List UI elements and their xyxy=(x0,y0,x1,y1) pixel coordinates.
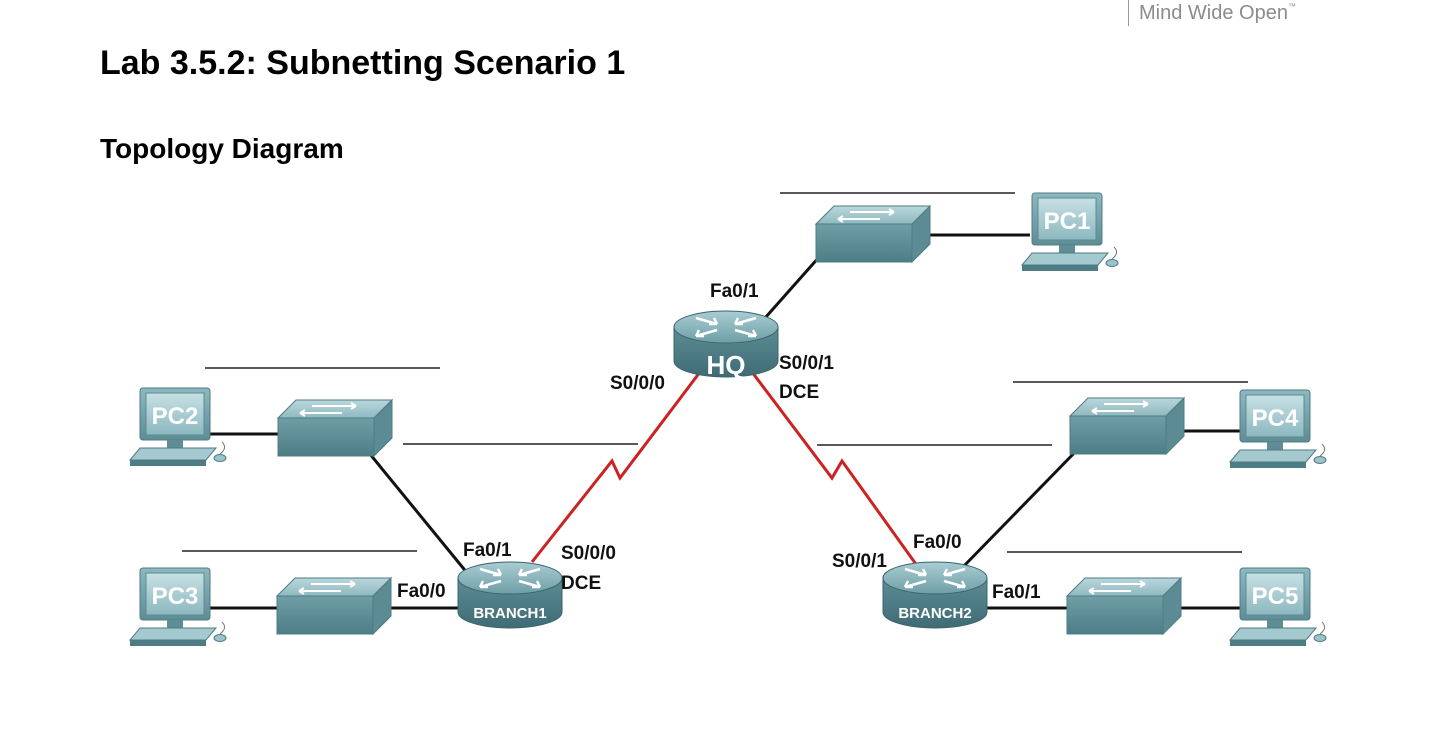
branch1-dce-label: DCE xyxy=(561,573,601,594)
section-heading: Topology Diagram xyxy=(100,133,344,164)
switch-icon xyxy=(815,205,931,263)
pc4: PC4 xyxy=(1229,389,1327,469)
brand-text: Mind Wide Open xyxy=(1139,2,1288,24)
pc5: PC5 xyxy=(1229,567,1327,647)
router-branch1: BRANCH1 xyxy=(456,560,564,630)
pc1-label: PC1 xyxy=(1044,208,1091,235)
hq-dce-label: DCE xyxy=(779,382,819,403)
router-branch2-label: BRANCH2 xyxy=(898,605,971,622)
switch-icon xyxy=(1069,397,1185,455)
serial-link-hq-branch2 xyxy=(750,371,920,568)
pc5-label: PC5 xyxy=(1252,583,1299,610)
router-hq: HQ xyxy=(672,309,780,380)
branch2-fa0-0-label: Fa0/0 xyxy=(913,532,962,553)
pc3-label: PC3 xyxy=(152,583,199,610)
switch-icon xyxy=(276,577,392,635)
pc1: PC1 xyxy=(1021,192,1119,272)
hq-s0-0-0-label: S0/0/0 xyxy=(610,373,665,394)
hq-fa0-1-label: Fa0/1 xyxy=(710,281,759,302)
pc2: PC2 xyxy=(129,387,227,467)
hq-s0-0-1-label: S0/0/1 xyxy=(779,353,834,374)
router-branch1-label: BRANCH1 xyxy=(473,605,546,622)
branch1-fa0-1-label: Fa0/1 xyxy=(463,540,512,561)
pc2-label: PC2 xyxy=(152,403,199,430)
trademark-mark: ™ xyxy=(1287,2,1296,11)
branch1-s0-0-0-label: S0/0/0 xyxy=(561,543,616,564)
address-blank-lines xyxy=(182,192,1248,553)
branch2-fa0-1-label: Fa0/1 xyxy=(992,582,1041,603)
router-branch2: BRANCH2 xyxy=(881,560,989,630)
router-hq-label: HQ xyxy=(707,350,746,380)
pc4-label: PC4 xyxy=(1252,405,1299,432)
switch-icon xyxy=(277,399,393,457)
link-switch2-branch1 xyxy=(363,447,470,575)
interface-labels: Fa0/1 S0/0/0 S0/0/1 DCE Fa0/1 Fa0/0 S0/0… xyxy=(397,281,1041,603)
branch2-s0-0-1-label: S0/0/1 xyxy=(832,551,887,572)
serial-link-hq-branch1 xyxy=(530,371,702,563)
serial-links xyxy=(530,371,920,568)
pc3: PC3 xyxy=(129,567,227,647)
link-branch2-switch4 xyxy=(958,443,1084,572)
page-title: Lab 3.5.2: Subnetting Scenario 1 xyxy=(100,44,626,82)
switch-icon xyxy=(1066,577,1182,635)
branch1-fa0-0-label: Fa0/0 xyxy=(397,581,446,602)
brand-logo-text: Mind Wide Open™ xyxy=(1128,0,1296,26)
